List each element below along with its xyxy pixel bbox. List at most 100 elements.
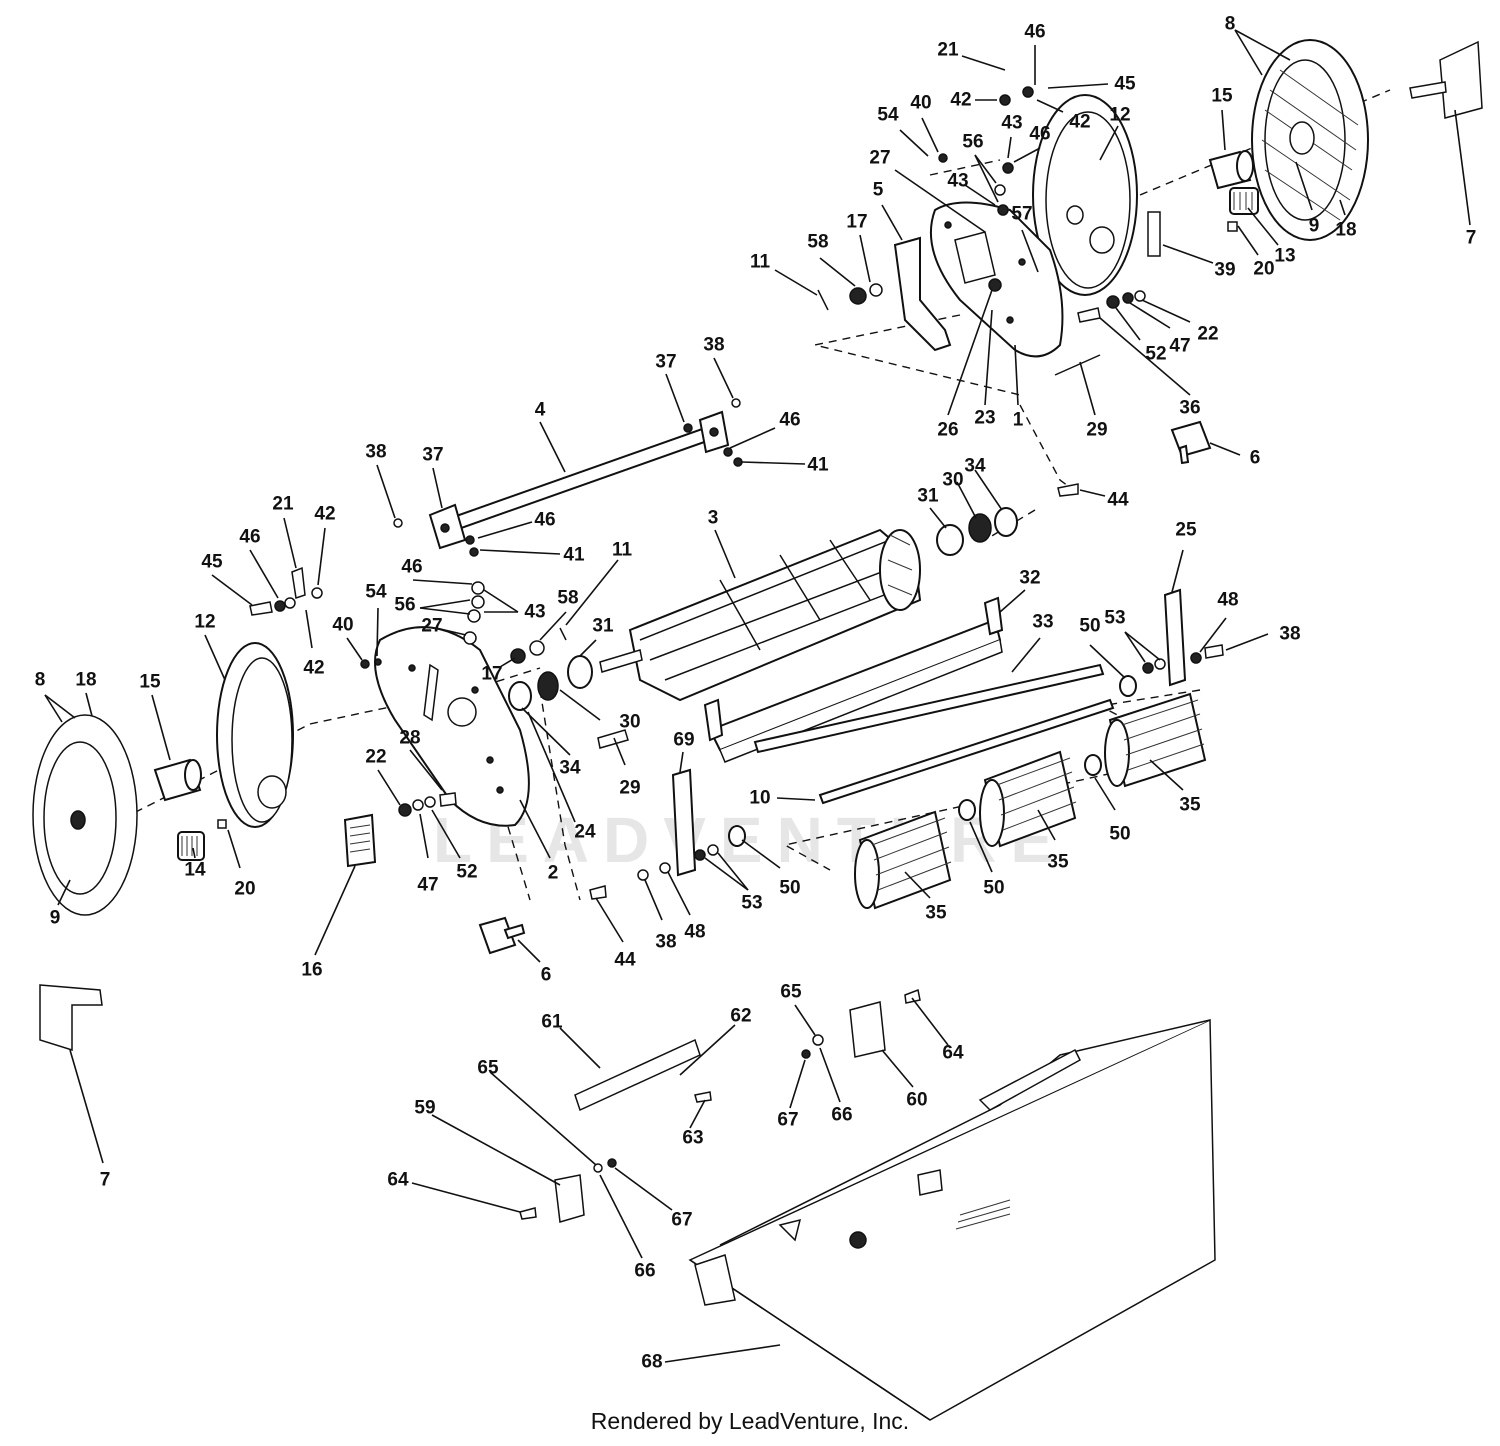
- callout-label: 45: [1114, 74, 1136, 95]
- grass-catcher: [688, 1018, 1216, 1421]
- callout-label: 44: [614, 950, 636, 971]
- catcher-hardware: [519, 988, 921, 1220]
- right-shield: [893, 236, 952, 352]
- callout-label: 67: [671, 1210, 692, 1231]
- callout-label: 53: [1104, 608, 1125, 629]
- catcher-bracket-right: [849, 1001, 886, 1058]
- callout-label: 50: [1079, 616, 1100, 637]
- right-side-plate: [929, 201, 1064, 358]
- callout-label: 48: [684, 922, 705, 943]
- callout-label: 28: [399, 728, 420, 749]
- callout-label: 18: [75, 670, 96, 691]
- callout-label: 69: [673, 730, 694, 751]
- callout-label: 57: [1011, 204, 1032, 225]
- roller-shaft: [753, 663, 1115, 805]
- callout-label: 38: [703, 335, 724, 356]
- callout-label: 46: [239, 527, 260, 548]
- credit-line: Rendered by LeadVenture, Inc.: [590, 1408, 910, 1434]
- left-key: [217, 819, 227, 829]
- decal: [343, 813, 377, 868]
- callout-label: 52: [1145, 344, 1166, 365]
- callout-label: 24: [574, 822, 596, 843]
- callout-label: 47: [1169, 336, 1190, 357]
- callout-label: 6: [541, 965, 552, 986]
- roller-middle: [979, 750, 1077, 848]
- callout-label: 3: [708, 508, 719, 529]
- callout-label: 16: [301, 960, 322, 981]
- callout-label: 6: [1250, 448, 1261, 469]
- callout-label: 65: [780, 982, 802, 1003]
- right-bushing: [1208, 150, 1254, 190]
- callout-label: 53: [741, 893, 762, 914]
- callout-label: 27: [421, 616, 442, 637]
- right-key: [1227, 221, 1238, 232]
- callout-label: 12: [1109, 105, 1130, 126]
- callout-label: 22: [1197, 324, 1218, 345]
- callout-label: 47: [417, 875, 438, 896]
- callout-label: 31: [917, 486, 939, 507]
- catcher-rod: [574, 1038, 701, 1112]
- left-gear-cover: [216, 642, 294, 828]
- callout-label: 42: [1069, 112, 1090, 133]
- roller-bracket-left: [671, 768, 697, 877]
- callout-label: 21: [937, 40, 959, 61]
- callout-label: 35: [1047, 852, 1069, 873]
- callout-label: 42: [314, 504, 335, 525]
- callout-label: 33: [1032, 612, 1053, 633]
- callout-label: 29: [1086, 420, 1107, 441]
- leader-lines: [44, 29, 1471, 1363]
- callout-label: 14: [184, 860, 206, 881]
- left-bearings: [508, 655, 593, 711]
- callout-label: 45: [201, 552, 223, 573]
- right-pinion-gear: [1229, 187, 1259, 215]
- callout-label: 50: [779, 878, 800, 899]
- callout-label: 59: [414, 1098, 435, 1119]
- right-roller-bracket: [1170, 420, 1212, 465]
- left-roller-bracket: [478, 916, 526, 955]
- callout-label: 29: [619, 778, 640, 799]
- callout-label: 8: [35, 670, 46, 691]
- callout-label: 31: [592, 616, 614, 637]
- callout-label: 27: [869, 148, 890, 169]
- roller-rear: [1104, 692, 1207, 788]
- callout-label: 2: [548, 863, 559, 884]
- callout-label: 38: [655, 932, 676, 953]
- callout-label: 11: [750, 252, 771, 273]
- callout-label: 22: [365, 747, 386, 768]
- callout-label: 8: [1225, 14, 1236, 35]
- callout-label: 42: [303, 658, 324, 679]
- callout-label: 65: [477, 1058, 499, 1079]
- callout-label: 36: [1179, 398, 1200, 419]
- catcher-bracket-left: [554, 1174, 585, 1223]
- callout-label: 12: [194, 612, 215, 633]
- assembly-centerlines: [109, 89, 1391, 901]
- callout-label: 66: [634, 1261, 655, 1282]
- callout-labels: 46 21 42 45 42 40 54 43 46 56 12 8 15 7 …: [35, 14, 1477, 1373]
- callout-label: 46: [779, 410, 800, 431]
- callout-label: 15: [139, 672, 161, 693]
- tie-rod: [428, 410, 730, 550]
- callout-label: 43: [524, 602, 545, 623]
- left-side-plate: [374, 626, 530, 827]
- callout-label: 44: [1107, 490, 1129, 511]
- reel-assembly: [599, 528, 922, 702]
- roller-washers: [728, 675, 1137, 847]
- callout-label: 9: [50, 908, 61, 929]
- callout-label: 64: [387, 1170, 409, 1191]
- callout-label: 15: [1211, 86, 1233, 107]
- callout-label: 60: [906, 1090, 927, 1111]
- callout-label: 34: [559, 758, 581, 779]
- callout-label: 25: [1175, 520, 1197, 541]
- callout-label: 37: [422, 445, 443, 466]
- callout-label: 46: [534, 510, 555, 531]
- right-gear-cover: [1032, 94, 1138, 296]
- callout-label: 46: [1024, 22, 1045, 43]
- callout-label: 20: [1253, 259, 1274, 280]
- callout-label: 30: [942, 470, 963, 491]
- right-handle-bracket: [1409, 40, 1483, 119]
- callout-label: 58: [557, 588, 578, 609]
- callout-label: 18: [1335, 220, 1356, 241]
- left-pinion-gear: [177, 831, 205, 861]
- callout-label: 26: [937, 420, 958, 441]
